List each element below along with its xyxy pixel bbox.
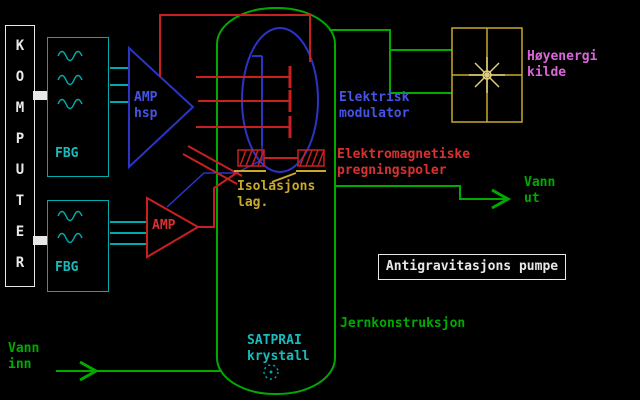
pump-box: Antigravitasjons pumpe	[378, 254, 566, 280]
secondary-amp-output-wire	[198, 171, 239, 228]
fbg-bottom-waves	[57, 210, 83, 244]
crystal-sphere-icon	[263, 364, 279, 380]
sine-wave-icon	[57, 210, 83, 222]
main-amp-label: AMP hsp	[134, 90, 158, 121]
yellow-elements	[234, 27, 523, 183]
energy-wire-lower	[389, 50, 452, 94]
coil-hatch	[299, 149, 325, 167]
fbg-top-label: FBG	[55, 146, 79, 161]
cyan-signals	[57, 50, 279, 380]
sine-wave-icon	[57, 232, 83, 244]
imprint-coil-left	[237, 149, 265, 167]
coil-body	[297, 149, 325, 167]
energy-wire-upper	[329, 29, 452, 51]
coil-drive-wire	[187, 145, 243, 177]
green-wiring	[56, 7, 512, 395]
fbg-top-waves	[57, 50, 83, 110]
top-feedback-wire	[159, 14, 311, 77]
water-in-label: Vann inn	[8, 341, 40, 372]
sine-wave-icon	[57, 98, 83, 110]
computer-ports	[33, 91, 47, 245]
insulation-layer-label: Isolasjons lag.	[237, 179, 316, 210]
imprint-coil-right	[297, 149, 325, 167]
water-out-label: Vann ut	[524, 175, 556, 206]
computer-port-top	[33, 91, 47, 100]
sine-wave-icon	[57, 50, 83, 62]
main-amplifier-triangle	[128, 45, 195, 170]
secondary-amplifier-triangle	[146, 196, 200, 259]
crystal-label: SATPRAI krystall	[247, 333, 310, 364]
computer-port-bottom	[33, 236, 47, 245]
computer-unit: KOMPUTER	[5, 25, 35, 287]
energy-source-label: Høyenergi kilde	[527, 49, 598, 80]
coil-hatch	[239, 149, 265, 167]
fbg-generator-bottom	[47, 200, 109, 292]
red-circuit	[146, 14, 325, 259]
iron-structure-label: Jernkonstruksjon	[340, 316, 466, 331]
reactor-vessel-outline	[216, 7, 336, 395]
starburst-icon	[469, 57, 505, 93]
water-out-pipe	[335, 185, 506, 200]
crystal-core-dot	[269, 370, 273, 374]
imprint-coils-label: Elektromagnetiske pregningspoler	[337, 147, 471, 178]
fbg-bottom-label: FBG	[55, 260, 79, 275]
coil-body	[237, 149, 265, 167]
sine-wave-icon	[57, 74, 83, 86]
secondary-amp-label: AMP	[152, 218, 176, 233]
insulation-pointer	[271, 172, 297, 183]
pump-label: Antigravitasjons pumpe	[385, 259, 559, 274]
computer-label: KOMPUTER	[15, 38, 25, 271]
electric-modulator-label: Elektrisk modulator	[339, 90, 410, 121]
water-out-arrowhead-icon	[491, 188, 512, 210]
fbg-generator-top	[47, 37, 109, 177]
